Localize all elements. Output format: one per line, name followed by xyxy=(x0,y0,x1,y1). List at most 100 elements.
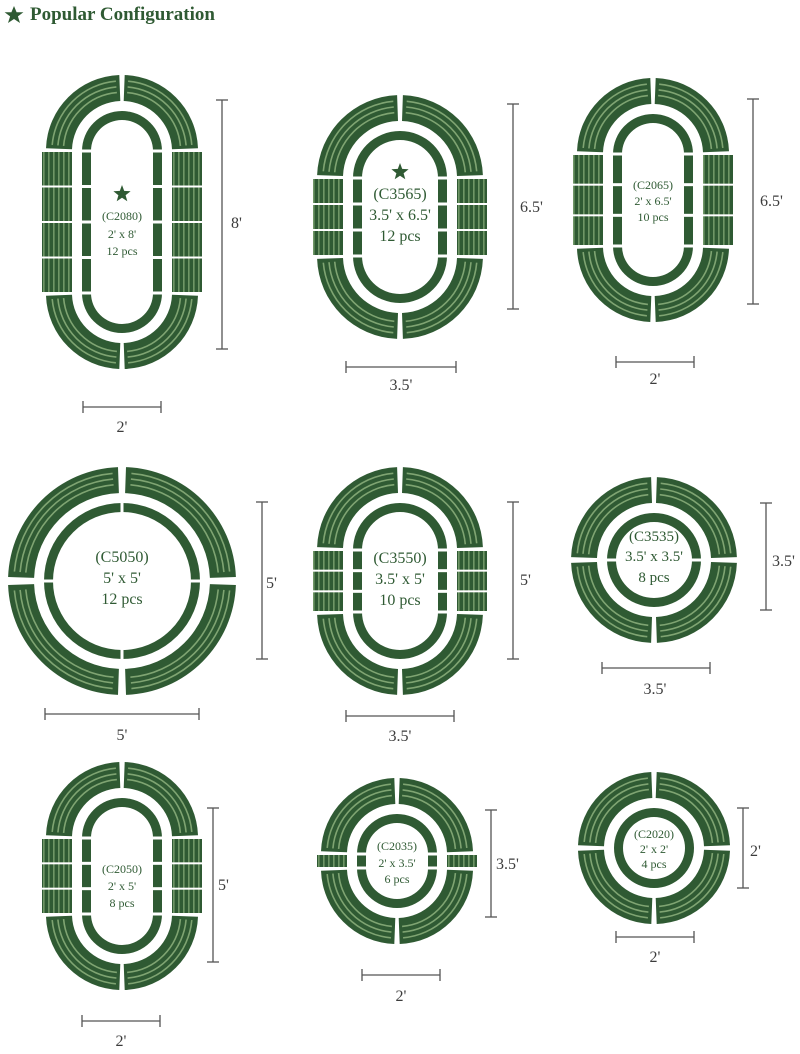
frame-joint xyxy=(81,149,92,153)
corner-bench xyxy=(656,477,737,558)
corner-bench-slat xyxy=(660,482,732,554)
corner-bench-slat xyxy=(62,298,117,353)
corner-bench-slat xyxy=(130,478,225,573)
table-frame xyxy=(613,114,693,286)
corner-bench xyxy=(317,95,398,176)
corner-bench-slat xyxy=(322,100,394,172)
corner-bench-slat xyxy=(589,783,649,843)
configuration-code: (C2050) xyxy=(102,862,142,876)
bench-segment xyxy=(42,889,72,913)
bench-segment xyxy=(573,155,603,184)
bench-segment xyxy=(313,205,343,229)
bench-segment xyxy=(172,889,202,913)
star-icon xyxy=(113,185,131,202)
corner-bench-slat xyxy=(588,251,648,311)
corner-bench xyxy=(317,614,398,695)
width-label: 2' xyxy=(396,988,407,1005)
frame-joint xyxy=(683,152,694,156)
corner-bench-slat xyxy=(594,788,649,843)
corner-bench-slat xyxy=(660,566,732,638)
corner-bench-slat xyxy=(593,94,648,149)
corner-bench-slat xyxy=(333,617,395,679)
bench-segment xyxy=(457,551,487,570)
bench-segment xyxy=(172,839,202,863)
corner-bench-slat xyxy=(659,565,721,627)
corner-bench-slat xyxy=(127,919,187,979)
corner-bench xyxy=(402,95,483,176)
frame-joint xyxy=(683,244,694,248)
bench-segment xyxy=(313,592,343,611)
corner-bench xyxy=(402,467,483,548)
corner-bench-slat xyxy=(402,789,462,849)
frame-joint xyxy=(81,912,92,916)
width-label: 3.5' xyxy=(644,681,667,698)
bench-segment xyxy=(313,551,343,570)
corner-bench-slat xyxy=(332,873,392,933)
corner-bench-slat xyxy=(128,767,193,832)
frame-joint xyxy=(612,152,623,156)
frame-joint xyxy=(352,176,363,180)
corner-bench-slat xyxy=(576,482,648,554)
corner-bench-slat xyxy=(582,252,647,317)
corner-bench-slat xyxy=(19,589,114,684)
corner-bench-slat xyxy=(328,618,394,684)
corner-bench-slat xyxy=(51,80,116,145)
width-label: 2' xyxy=(116,1033,127,1050)
configuration-code: (C2080) xyxy=(102,209,142,223)
length-label: 8' xyxy=(231,215,242,232)
corner-bench xyxy=(46,75,121,150)
corner-bench-slat xyxy=(587,565,649,627)
bench-segment xyxy=(42,258,72,292)
frame-joint xyxy=(352,202,363,206)
bench-segment xyxy=(703,216,733,245)
frame-joint xyxy=(152,291,163,295)
configuration-code: (C2020) xyxy=(634,827,674,841)
corner-bench-slat xyxy=(57,919,117,979)
frame-joint xyxy=(691,558,702,562)
table-frame xyxy=(82,798,162,954)
corner-bench-slat xyxy=(660,566,726,632)
configuration-c2050: (C2050) 2' x 5' 8 pcs 5' 2' xyxy=(42,762,229,1050)
frame-joint xyxy=(437,610,448,614)
configuration-code: (C3550) xyxy=(373,550,426,567)
configuration-pieces: 10 pcs xyxy=(638,210,669,224)
frame-joint xyxy=(152,912,163,916)
configuration-pieces: 8 pcs xyxy=(110,896,135,910)
bench-segment xyxy=(42,839,72,863)
corner-bench-slat xyxy=(406,472,478,544)
corner-bench-slat xyxy=(660,488,726,554)
frame-joint xyxy=(152,185,163,188)
corner-bench-slat xyxy=(127,773,187,833)
corner-bench-slat xyxy=(127,298,182,353)
corner-bench-slat xyxy=(576,566,648,638)
configuration-size: 2' x 5' xyxy=(108,879,136,893)
bench-segment xyxy=(457,231,487,255)
corner-bench-slat xyxy=(658,94,713,149)
frame-joint xyxy=(437,589,448,593)
corner-bench-slat xyxy=(333,111,395,173)
bench-segment xyxy=(457,179,487,203)
corner-bench-slat xyxy=(402,873,457,928)
corner-bench xyxy=(321,869,396,944)
corner-bench-slat xyxy=(660,854,725,919)
bench-segment xyxy=(573,185,603,215)
width-label: 3.5' xyxy=(390,377,413,394)
table-frame xyxy=(82,111,162,333)
frame-joint xyxy=(606,558,617,562)
configuration-code: (C2035) xyxy=(377,839,417,853)
corner-bench-slat xyxy=(130,589,219,678)
length-label: 5' xyxy=(218,877,229,894)
corner-bench-slat xyxy=(659,788,714,843)
bench-segment xyxy=(703,155,733,184)
corner-bench-slat xyxy=(402,794,457,849)
corner-bench-slat xyxy=(337,794,392,849)
width-label: 2' xyxy=(650,949,661,966)
corner-bench-slat xyxy=(594,853,649,908)
frame-joint xyxy=(437,228,448,232)
corner-bench xyxy=(123,294,198,369)
frame-joint xyxy=(190,579,201,583)
configuration-size: 3.5' x 6.5' xyxy=(369,207,431,224)
